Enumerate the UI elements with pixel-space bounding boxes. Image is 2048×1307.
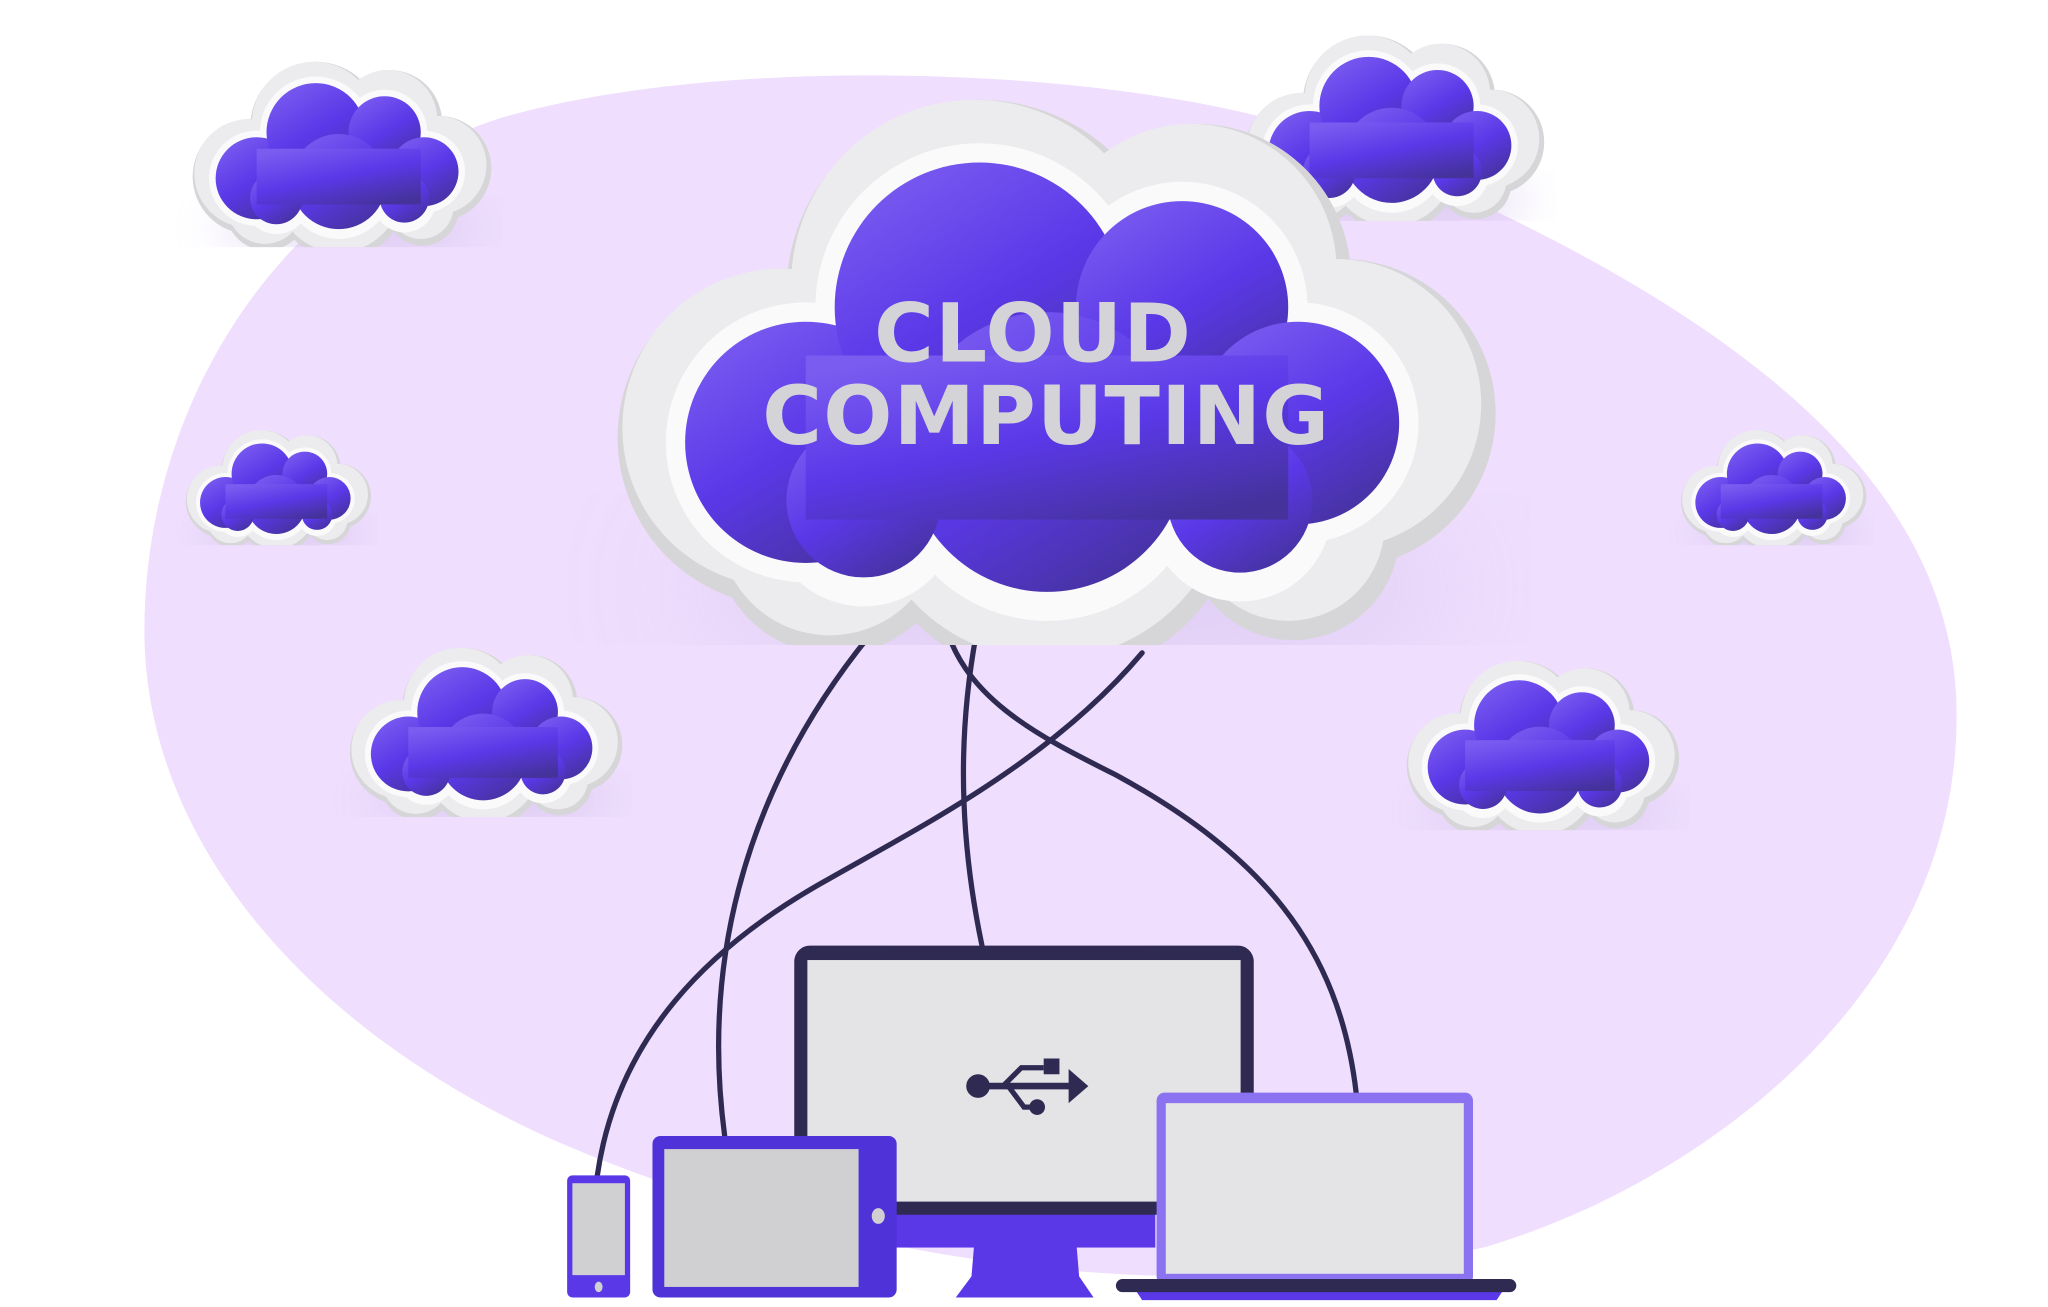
small-cloud-icon xyxy=(193,62,492,259)
title-line-2: COMPUTING xyxy=(762,369,1330,464)
cable-to-phone xyxy=(594,650,1145,1178)
usb-icon xyxy=(966,1058,1089,1115)
tablet xyxy=(652,1135,897,1298)
cable-to-laptop xyxy=(939,610,1359,1096)
smartphone xyxy=(567,1175,631,1298)
background-blob xyxy=(144,75,1957,1277)
title-line-1: CLOUD xyxy=(874,286,1192,381)
laptop xyxy=(1115,1092,1517,1301)
cable-to-tablet xyxy=(716,623,880,1139)
network-cables xyxy=(594,575,1359,1178)
